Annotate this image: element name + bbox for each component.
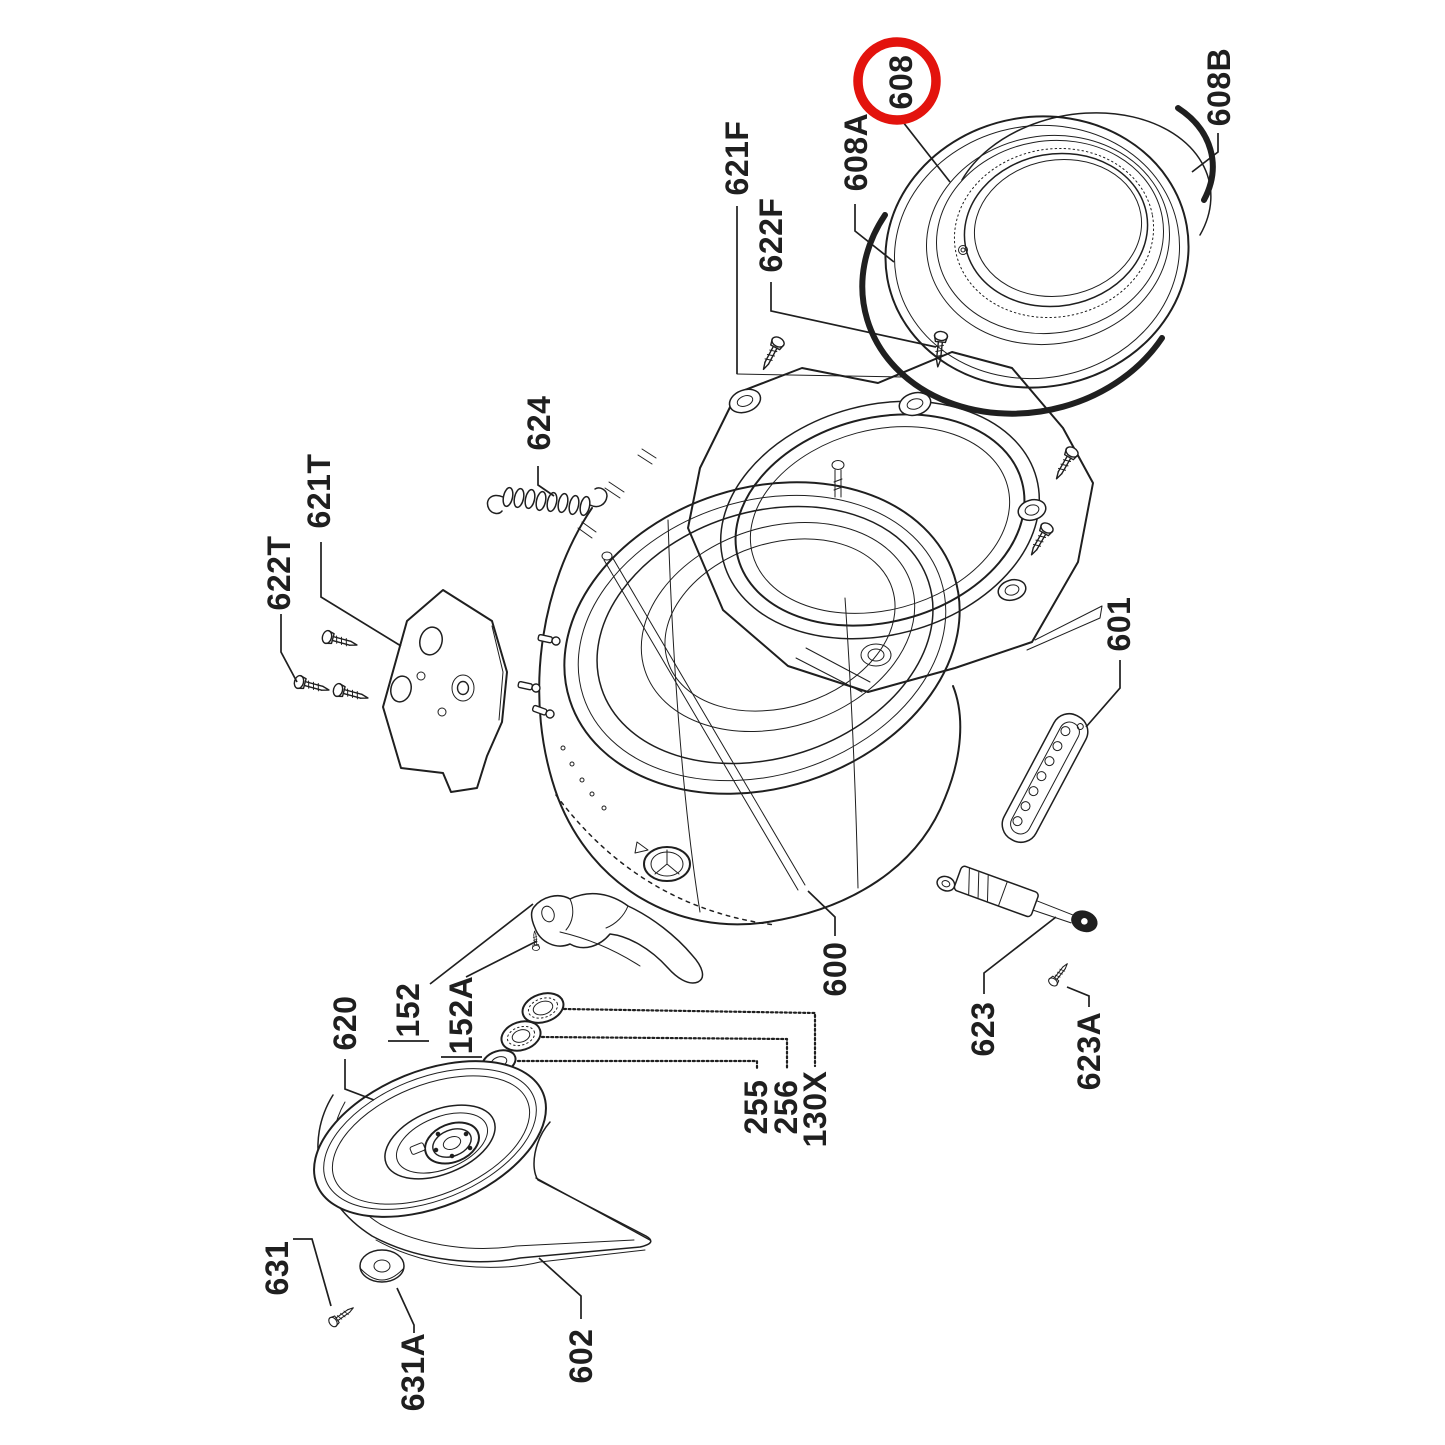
bearing-leader-lines bbox=[516, 1007, 817, 1072]
clamp-ring-608b-arc bbox=[1175, 105, 1216, 203]
part-label-624: 624 bbox=[521, 396, 557, 451]
belt-front-edge bbox=[535, 1177, 651, 1241]
shock-absorber-drawing bbox=[936, 865, 1098, 933]
spider-arm-drawing bbox=[530, 892, 704, 984]
part-label-622t: 622T bbox=[261, 536, 297, 611]
leader-622f bbox=[770, 282, 937, 348]
part-label-255: 255 bbox=[738, 1080, 774, 1135]
counterweight-screw bbox=[320, 628, 360, 653]
part-label-621f: 621F bbox=[719, 121, 755, 196]
highlight-circle-608 bbox=[853, 37, 941, 125]
pulley-drawing bbox=[313, 1060, 547, 1218]
part-label-152a: 152A bbox=[443, 976, 479, 1055]
tub-mount-studs bbox=[517, 633, 561, 719]
part-label-608a: 608A bbox=[838, 113, 874, 192]
counterweight-drawing bbox=[382, 589, 508, 793]
part-label-608: 608 bbox=[883, 55, 919, 110]
leader-600 bbox=[807, 890, 836, 936]
leader-621t bbox=[320, 542, 402, 647]
tub-body-drawing bbox=[517, 448, 962, 926]
leader-631a bbox=[396, 1287, 415, 1333]
leader-601 bbox=[1085, 660, 1121, 728]
leader-608 bbox=[902, 121, 951, 183]
pulley-bolt-631 bbox=[326, 1302, 357, 1329]
leader-lines bbox=[280, 121, 1219, 1333]
leader-622t bbox=[280, 614, 298, 683]
screw bbox=[930, 330, 949, 369]
part-label-608b: 608B bbox=[1201, 48, 1237, 127]
leader-631 bbox=[293, 1238, 332, 1307]
washer-drawing bbox=[359, 1249, 405, 1283]
shock-pin-623a bbox=[1046, 960, 1072, 989]
part-label-256: 256 bbox=[768, 1080, 804, 1135]
damper-pad-drawing bbox=[1001, 712, 1089, 844]
leader-624 bbox=[537, 466, 555, 497]
part-label-130x: 130X bbox=[797, 1070, 833, 1147]
part-label-620: 620 bbox=[327, 996, 363, 1051]
screw bbox=[1050, 444, 1081, 483]
leader-152 bbox=[429, 903, 534, 985]
clamp-ring-608a-arc bbox=[859, 212, 1165, 417]
part-label-600: 600 bbox=[817, 942, 853, 997]
tub-edge-clips bbox=[560, 745, 607, 811]
part-label-152: 152 bbox=[390, 983, 426, 1038]
leader-608b bbox=[1191, 133, 1219, 173]
leader-623 bbox=[983, 916, 1057, 994]
part-label-631a: 631A bbox=[395, 1333, 431, 1412]
ring-top-rail-line bbox=[736, 373, 904, 378]
part-label-621t: 621T bbox=[301, 454, 337, 529]
leader-620 bbox=[344, 1059, 375, 1101]
leader-602 bbox=[538, 1257, 582, 1319]
screw bbox=[757, 334, 787, 374]
leader-608a bbox=[854, 204, 895, 263]
suspension-spring-drawing bbox=[486, 486, 608, 517]
part-label-622f: 622F bbox=[753, 198, 789, 273]
front-tub-ring-drawing bbox=[687, 351, 1103, 693]
counterweight-screw bbox=[331, 681, 371, 706]
counterweight-screw bbox=[292, 673, 332, 698]
part-labels: 608 608A 608B 621F 622F 624 621T 622T 60… bbox=[259, 48, 1237, 1412]
part-label-623: 623 bbox=[965, 1002, 1001, 1057]
part-label-601: 601 bbox=[1101, 597, 1137, 652]
part-label-602: 602 bbox=[563, 1329, 599, 1384]
part-label-623a: 623A bbox=[1071, 1012, 1107, 1091]
leader-623a bbox=[1066, 986, 1090, 1007]
leader-152a bbox=[465, 940, 538, 978]
part-label-631: 631 bbox=[259, 1241, 295, 1296]
door-seal-drawing bbox=[859, 105, 1216, 417]
